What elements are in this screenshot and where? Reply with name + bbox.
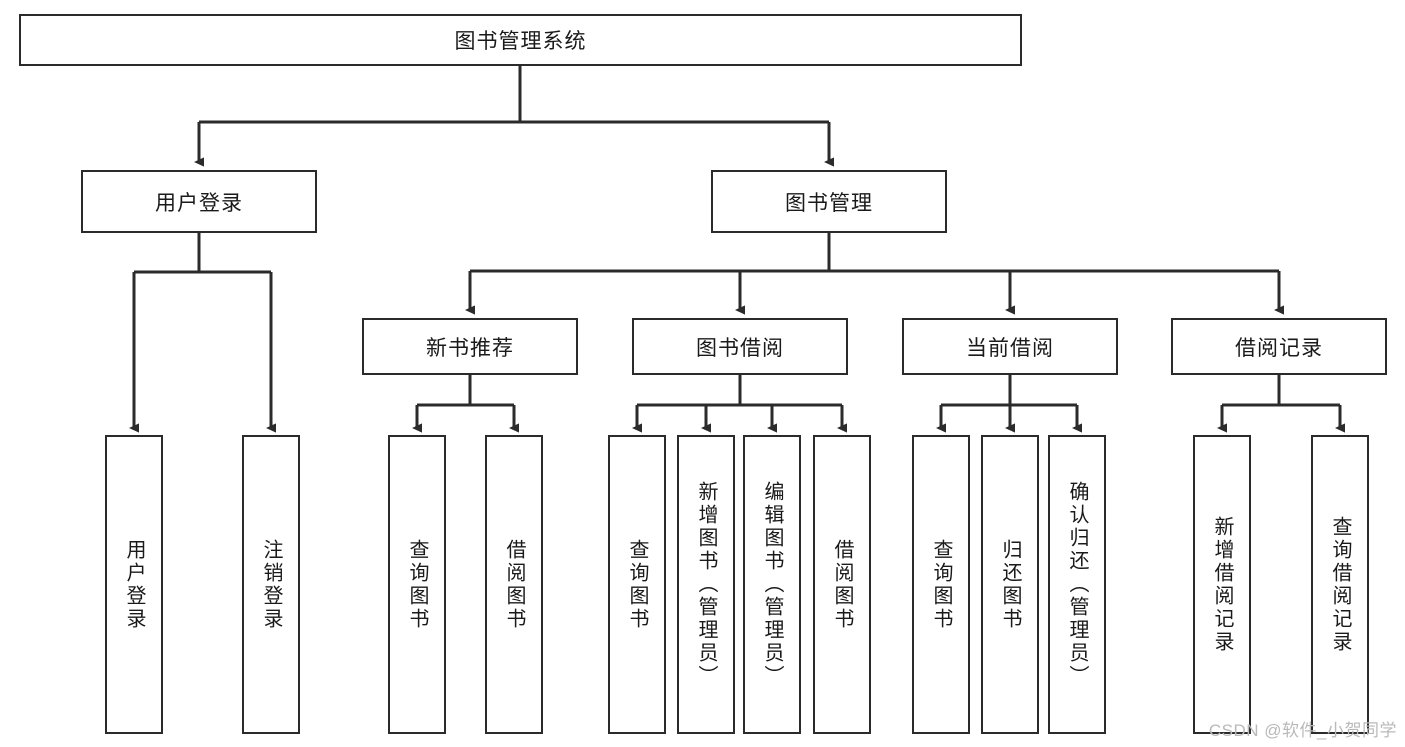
node-label: 确认归还（管理员）	[1066, 481, 1088, 688]
node-label: 查询图书	[626, 538, 648, 631]
node-leaf-query-borrow-record[interactable]: 查询借阅记录	[1311, 435, 1369, 734]
node-label: 用户登录	[155, 191, 243, 215]
watermark: CSDN @软件_小贺同学	[1208, 721, 1397, 740]
node-new-book-recommend[interactable]: 新书推荐	[362, 318, 578, 375]
node-current-borrow[interactable]: 当前借阅	[902, 318, 1118, 375]
node-book-management-system[interactable]: 图书管理系统	[19, 14, 1022, 66]
node-leaf-query-book-3[interactable]: 查询图书	[912, 435, 970, 734]
node-book-borrow[interactable]: 图书借阅	[632, 318, 848, 375]
node-label: 编辑图书（管理员）	[761, 481, 783, 688]
node-leaf-query-book-2[interactable]: 查询图书	[608, 435, 666, 734]
node-label: 图书管理系统	[454, 30, 587, 53]
node-label: 新增借阅记录	[1211, 515, 1233, 654]
node-leaf-add-book[interactable]: 新增图书（管理员）	[677, 435, 735, 734]
node-label: 当前借阅	[966, 336, 1054, 360]
node-leaf-query-book-1[interactable]: 查询图书	[388, 435, 446, 734]
node-leaf-confirm-return[interactable]: 确认归还（管理员）	[1048, 435, 1106, 734]
node-borrow-record[interactable]: 借阅记录	[1171, 318, 1387, 375]
node-label: 注销登录	[260, 538, 282, 631]
node-label: 图书借阅	[696, 336, 784, 360]
node-leaf-borrow-book-2[interactable]: 借阅图书	[813, 435, 871, 734]
node-label: 新书推荐	[426, 336, 514, 360]
node-label: 用户登录	[123, 538, 145, 631]
node-label: 查询图书	[406, 538, 428, 631]
node-leaf-add-borrow-record[interactable]: 新增借阅记录	[1193, 435, 1251, 734]
node-book-manage[interactable]: 图书管理	[711, 170, 947, 233]
node-user-login[interactable]: 用户登录	[81, 170, 317, 233]
node-leaf-edit-book[interactable]: 编辑图书（管理员）	[743, 435, 801, 734]
node-leaf-logout-login[interactable]: 注销登录	[242, 435, 300, 734]
node-label: 借阅图书	[503, 538, 525, 631]
node-label: 查询图书	[930, 538, 952, 631]
node-label: 借阅记录	[1235, 336, 1323, 360]
node-leaf-return-book[interactable]: 归还图书	[981, 435, 1039, 734]
node-label: 查询借阅记录	[1329, 515, 1351, 654]
node-label: 图书管理	[785, 191, 873, 215]
node-leaf-user-login[interactable]: 用户登录	[105, 435, 163, 734]
node-label: 新增图书（管理员）	[695, 481, 717, 688]
node-leaf-borrow-book-1[interactable]: 借阅图书	[485, 435, 543, 734]
node-label: 归还图书	[999, 538, 1021, 631]
node-label: 借阅图书	[831, 538, 853, 631]
